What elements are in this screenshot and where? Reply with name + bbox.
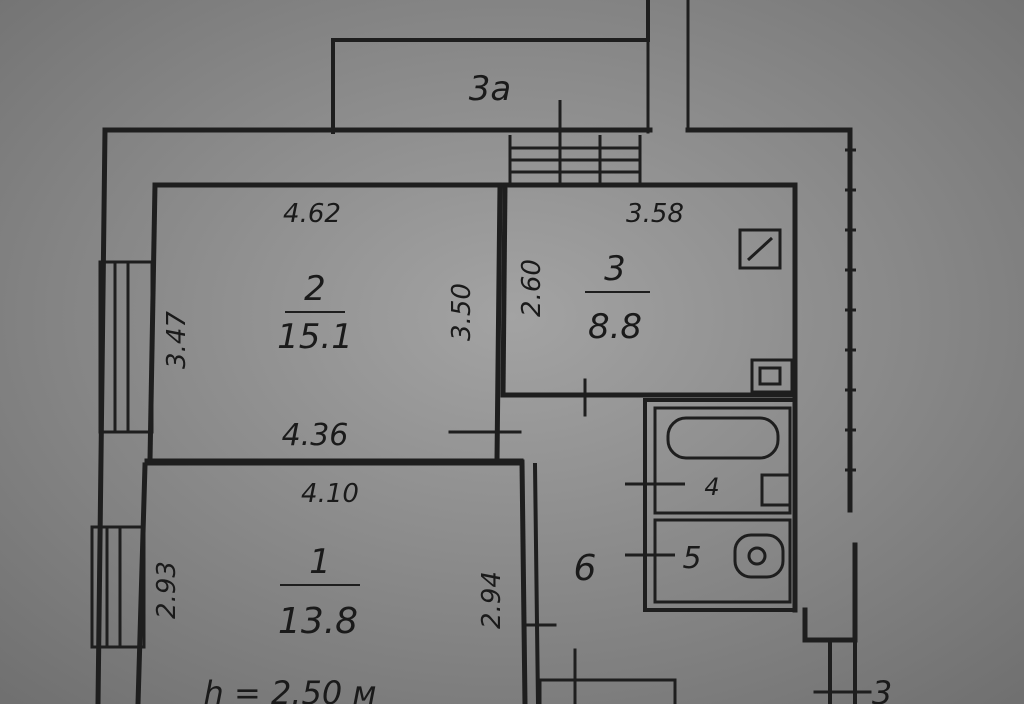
room-1-right-dimension: 2.94	[477, 571, 507, 629]
exterior-ticks	[845, 148, 856, 472]
room-2-top-dimension: 4.62	[283, 199, 341, 229]
room-2-bottom-dimension: 4.36	[282, 418, 349, 453]
room-6-number: 6	[574, 548, 597, 589]
room-1-top-dimension: 4.10	[301, 479, 359, 509]
room-3-top-dimension: 3.58	[626, 199, 684, 229]
room-3-area: 8.8	[588, 307, 642, 347]
stove-icon	[738, 228, 782, 270]
balcony	[331, 0, 690, 134]
room-4-number: 4	[704, 473, 719, 501]
sink-icon	[750, 358, 794, 394]
room-3-left-dimension: 2.60	[517, 259, 547, 317]
stairs	[508, 100, 642, 185]
room-1-number: 1	[309, 542, 331, 582]
interior-walls	[135, 182, 798, 704]
room-1-area: 13.8	[278, 601, 358, 642]
balcony-label: 3а	[469, 69, 511, 109]
room-2-right-dimension: 3.50	[447, 283, 477, 341]
toilet-icon	[733, 533, 785, 579]
room-2-area: 15.1	[277, 317, 353, 357]
window-room-1	[90, 525, 146, 649]
door-marks	[625, 482, 685, 557]
room-2-number: 2	[304, 269, 326, 309]
washbasin-icon	[760, 473, 792, 507]
room-5-number: 5	[682, 541, 701, 576]
window-room-2	[98, 260, 154, 434]
outside-mark: 3	[872, 674, 892, 704]
room-1-left-dimension: 2.93	[152, 561, 182, 619]
room-2-left-dimension: 3.47	[162, 311, 192, 369]
ceiling-height-note: h = 2.50 м	[204, 674, 377, 704]
bathtub-icon	[666, 416, 780, 460]
room-3-number: 3	[604, 249, 626, 289]
